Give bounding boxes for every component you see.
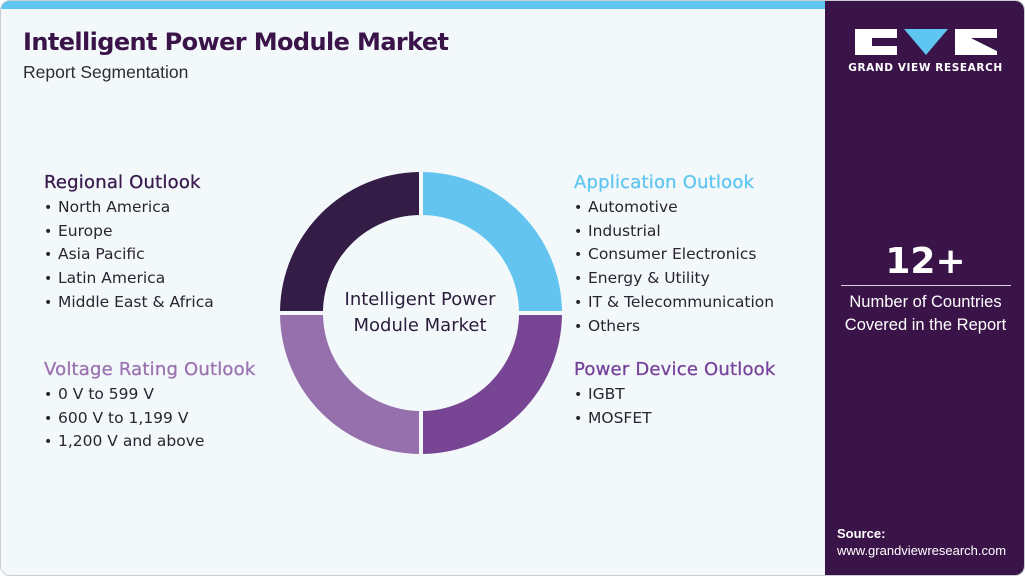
donut-center-label: Intelligent Power Module Market	[344, 289, 496, 336]
bullet-icon: •	[574, 318, 583, 335]
page-subtitle: Report Segmentation	[23, 62, 189, 82]
list-item: •North America	[44, 196, 214, 220]
donut-quadrant-application	[423, 172, 562, 311]
donut-quadrant-voltage	[280, 315, 419, 454]
list-item: •Asia Pacific	[44, 243, 214, 267]
grand-view-research-logo	[855, 29, 997, 55]
list-item: •Europe	[44, 220, 214, 244]
bullet-icon: •	[574, 271, 583, 288]
bullet-icon: •	[44, 387, 53, 403]
list-item: •Industrial	[574, 220, 774, 244]
source-label: Source:	[837, 526, 886, 541]
donut-quadrant-power-device	[423, 315, 562, 454]
segmentation-donut	[280, 172, 562, 454]
top-accent-bar	[1, 1, 825, 9]
list-item: •Latin America	[44, 267, 214, 291]
bullet-icon: •	[44, 434, 53, 451]
list-item: •Automotive	[574, 196, 774, 220]
list-item: •Energy & Utility	[574, 267, 774, 291]
list-item: •600 V to 1,199 V	[44, 407, 255, 431]
segment-voltage-rating: Voltage Rating Outlook •0 V to 599 V •60…	[44, 359, 256, 454]
source-url: www.grandviewresearch.com	[837, 543, 1007, 558]
stat-value: 12+	[885, 241, 966, 282]
list-item: •0 V to 599 V	[44, 383, 255, 407]
segment-title: Voltage Rating Outlook	[44, 359, 256, 380]
bullet-icon: •	[44, 223, 53, 240]
bullet-icon: •	[574, 294, 583, 311]
list-item: •1,200 V and above	[44, 430, 255, 454]
list-item: •Middle East & Africa	[44, 291, 214, 315]
segment-title: Regional Outlook	[44, 172, 201, 193]
bullet-icon: •	[44, 410, 53, 427]
bullet-icon: •	[574, 247, 583, 264]
donut-quadrant-regional	[280, 172, 419, 311]
segment-list: •North America •Europe •Asia Pacific •La…	[44, 196, 214, 315]
list-item: •IT & Telecommunication	[574, 291, 774, 315]
page-title: Intelligent Power Module Market	[23, 28, 449, 56]
segment-title: Power Device Outlook	[574, 359, 776, 380]
segment-title: Application Outlook	[574, 172, 755, 193]
segment-application: Application Outlook •Automotive •Industr…	[574, 172, 774, 338]
brand-name: GRAND VIEW RESEARCH	[848, 62, 1003, 74]
list-item: •Consumer Electronics	[574, 243, 774, 267]
segment-list: •IGBT •MOSFET	[574, 383, 776, 430]
bullet-icon: •	[44, 271, 53, 288]
bullet-icon: •	[574, 223, 583, 240]
segment-power-device: Power Device Outlook •IGBT •MOSFET	[574, 359, 776, 430]
main-panel: Intelligent Power Module Market Report S…	[1, 1, 825, 575]
stat-divider	[841, 285, 1011, 286]
segment-list: •Automotive •Industrial •Consumer Electr…	[574, 196, 774, 338]
bullet-icon: •	[44, 200, 53, 216]
list-item: •Others	[574, 315, 774, 339]
segment-regional: Regional Outlook •North America •Europe …	[44, 172, 214, 315]
stat-label: Number of Countries Covered in the Repor…	[844, 293, 1007, 334]
bullet-icon: •	[574, 410, 583, 427]
list-item: •IGBT	[574, 383, 776, 407]
bullet-icon: •	[574, 200, 583, 216]
sidebar	[825, 1, 1024, 575]
bullet-icon: •	[574, 387, 583, 403]
list-item: •MOSFET	[574, 407, 776, 431]
bullet-icon: •	[44, 247, 53, 264]
bullet-icon: •	[44, 294, 53, 311]
segment-list: •0 V to 599 V •600 V to 1,199 V •1,200 V…	[44, 383, 255, 454]
